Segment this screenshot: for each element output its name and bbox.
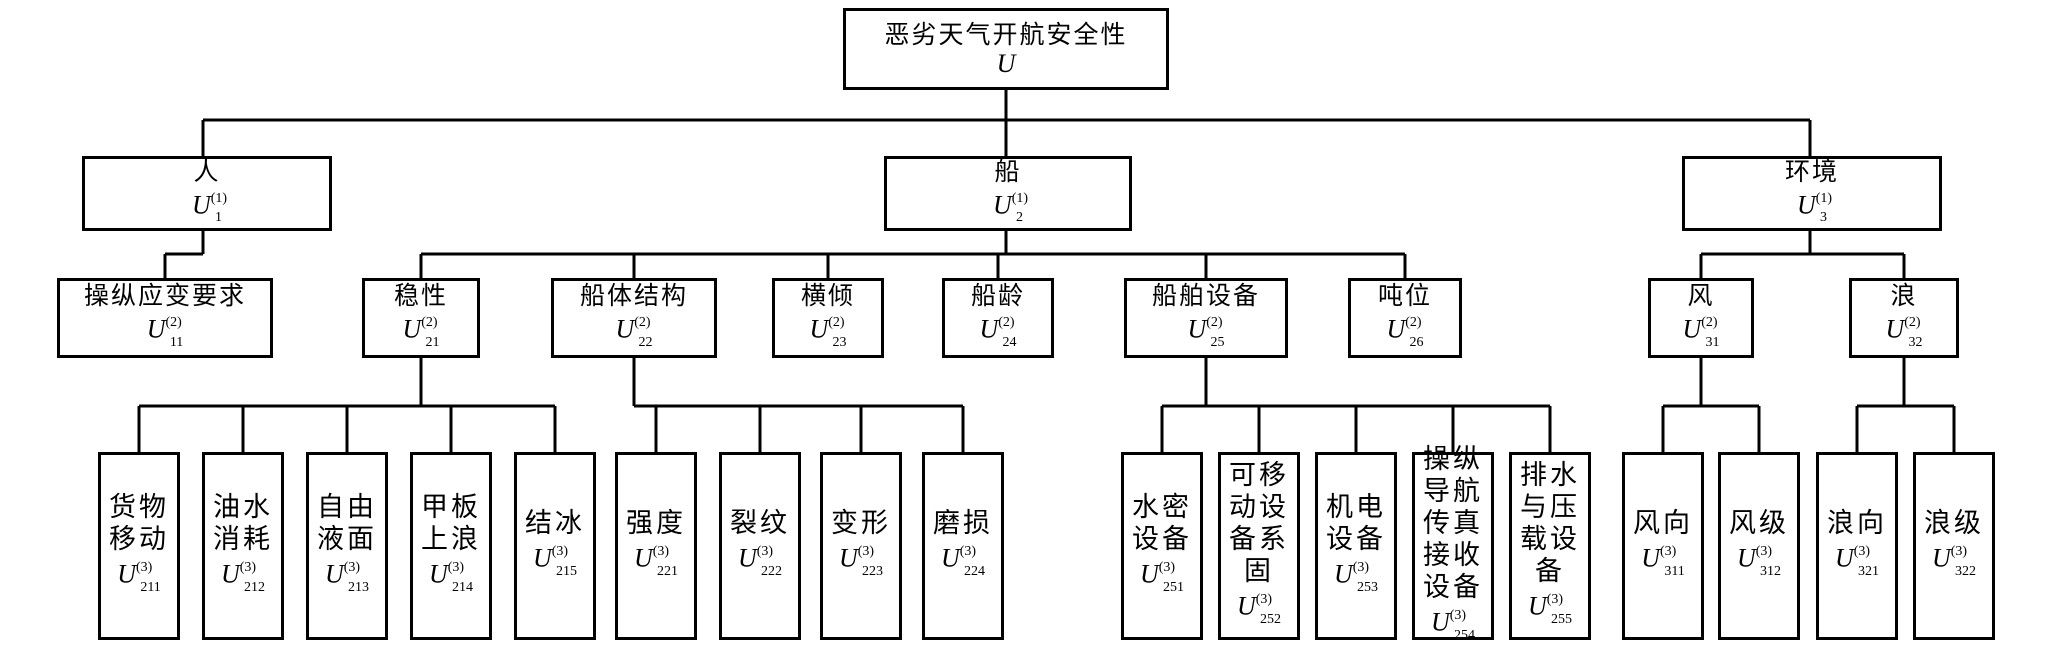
leaf-wind-force: 风级 U(3)312	[1718, 452, 1800, 640]
leaf-symbol: U(3)223	[838, 543, 884, 579]
node-environment: 环境 U(1)3	[1682, 156, 1942, 231]
leaf-symbol: U(3)254	[1430, 607, 1476, 643]
leaf-wind-direction: 风向 U(3)311	[1622, 452, 1704, 640]
leaf-crack: 裂纹 U(3)222	[719, 452, 801, 640]
node-label: 船舶设备	[1151, 281, 1260, 311]
leaf-icing: 结冰 U(3)215	[514, 452, 596, 640]
node-symbol: U(2)26	[1386, 314, 1424, 350]
leaf-wave-direction: 浪向 U(3)321	[1816, 452, 1898, 640]
leaf-label: 可移动设备系固	[1229, 460, 1289, 588]
leaf-symbol: U(3)214	[428, 559, 474, 595]
leaf-label: 甲板上浪	[421, 492, 481, 556]
leaf-free-surface: 自由液面 U(3)213	[306, 452, 388, 640]
node-label: 横倾	[800, 281, 855, 311]
node-label: 稳性	[393, 281, 448, 311]
leaf-label: 浪向	[1827, 508, 1887, 540]
leaf-label: 强度	[626, 508, 686, 540]
node-hull-structure: 船体结构 U(2)22	[551, 278, 717, 358]
leaf-fuel-water-consumption: 油水消耗 U(3)212	[202, 452, 284, 640]
leaf-symbol: U(3)253	[1333, 559, 1379, 595]
node-symbol: U(2)25	[1187, 314, 1225, 350]
leaf-label: 机电设备	[1326, 492, 1386, 556]
leaf-drainage-ballast-equipment: 排水与压载设备 U(3)255	[1509, 452, 1591, 640]
leaf-label: 磨损	[933, 508, 993, 540]
leaf-label: 操纵导航传真接收设备	[1423, 444, 1483, 604]
leaf-symbol: U(3)312	[1736, 543, 1782, 579]
node-label: 吨位	[1377, 281, 1432, 311]
leaf-symbol: U(3)311	[1641, 543, 1685, 579]
leaf-strength: 强度 U(3)221	[615, 452, 697, 640]
leaf-symbol: U(3)251	[1139, 559, 1185, 595]
node-stability: 稳性 U(2)21	[362, 278, 480, 358]
node-maneuver-requirement: 操纵应变要求 U(2)11	[57, 278, 273, 358]
root-symbol: U	[996, 49, 1016, 78]
root-label: 恶劣天气开航安全性	[884, 20, 1128, 49]
leaf-symbol: U(3)213	[324, 559, 370, 595]
leaf-symbol: U(3)221	[633, 543, 679, 579]
root-node: 恶劣天气开航安全性 U	[843, 8, 1169, 90]
node-label: 船龄	[970, 281, 1025, 311]
leaf-symbol: U(3)211	[117, 559, 161, 595]
leaf-symbol: U(3)322	[1931, 543, 1977, 579]
node-symbol: U(2)21	[402, 314, 440, 350]
node-wind: 风 U(2)31	[1648, 278, 1754, 358]
leaf-symbol: U(3)252	[1236, 591, 1282, 627]
node-symbol: U(1)2	[992, 190, 1029, 226]
leaf-movable-equipment-lashing: 可移动设备系固 U(3)252	[1218, 452, 1300, 640]
leaf-label: 结冰	[525, 508, 585, 540]
leaf-label: 水密设备	[1132, 492, 1192, 556]
leaf-symbol: U(3)224	[940, 543, 986, 579]
node-label: 船	[994, 156, 1022, 186]
leaf-symbol: U(3)255	[1527, 591, 1573, 627]
node-person: 人 U(1)1	[82, 156, 332, 231]
node-symbol: U(2)23	[809, 314, 847, 350]
node-symbol: U(2)24	[979, 314, 1017, 350]
node-ship-age: 船龄 U(2)24	[942, 278, 1054, 358]
node-label: 操纵应变要求	[83, 281, 246, 311]
leaf-label: 风级	[1729, 508, 1789, 540]
leaf-label: 风向	[1633, 508, 1693, 540]
leaf-wear: 磨损 U(3)224	[922, 452, 1004, 640]
node-symbol: U(1)3	[1796, 190, 1833, 226]
node-ship-equipment: 船舶设备 U(2)25	[1124, 278, 1288, 358]
leaf-label: 排水与压载设备	[1520, 460, 1580, 588]
leaf-label: 裂纹	[730, 508, 790, 540]
node-label: 环境	[1784, 156, 1839, 186]
node-heel: 横倾 U(2)23	[772, 278, 884, 358]
node-label: 风	[1687, 281, 1715, 311]
leaf-label: 货物移动	[109, 492, 169, 556]
node-label: 浪	[1890, 281, 1918, 311]
leaf-green-water-on-deck: 甲板上浪 U(3)214	[410, 452, 492, 640]
node-ship: 船 U(1)2	[884, 156, 1132, 231]
leaf-wave-grade: 浪级 U(3)322	[1913, 452, 1995, 640]
node-symbol: U(2)22	[615, 314, 653, 350]
leaf-label: 自由液面	[317, 492, 377, 556]
node-symbol: U(2)32	[1885, 314, 1923, 350]
node-symbol: U(2)31	[1682, 314, 1720, 350]
leaf-cargo-shift: 货物移动 U(3)211	[98, 452, 180, 640]
leaf-watertight-equipment: 水密设备 U(3)251	[1121, 452, 1203, 640]
node-tonnage: 吨位 U(2)26	[1348, 278, 1462, 358]
node-wave: 浪 U(2)32	[1849, 278, 1959, 358]
node-symbol: U(1)1	[191, 190, 228, 226]
leaf-deformation: 变形 U(3)223	[820, 452, 902, 640]
node-label: 人	[193, 156, 221, 186]
leaf-label: 变形	[831, 508, 891, 540]
leaf-navigation-fax-equipment: 操纵导航传真接收设备 U(3)254	[1412, 444, 1494, 643]
leaf-electromechanical-equipment: 机电设备 U(3)253	[1315, 452, 1397, 640]
leaf-label: 浪级	[1924, 508, 1984, 540]
leaf-symbol: U(3)321	[1834, 543, 1880, 579]
leaf-symbol: U(3)222	[737, 543, 783, 579]
node-label: 船体结构	[579, 281, 688, 311]
node-symbol: U(2)11	[146, 314, 184, 350]
leaf-label: 油水消耗	[213, 492, 273, 556]
leaf-symbol: U(3)212	[220, 559, 266, 595]
leaf-symbol: U(3)215	[532, 543, 578, 579]
